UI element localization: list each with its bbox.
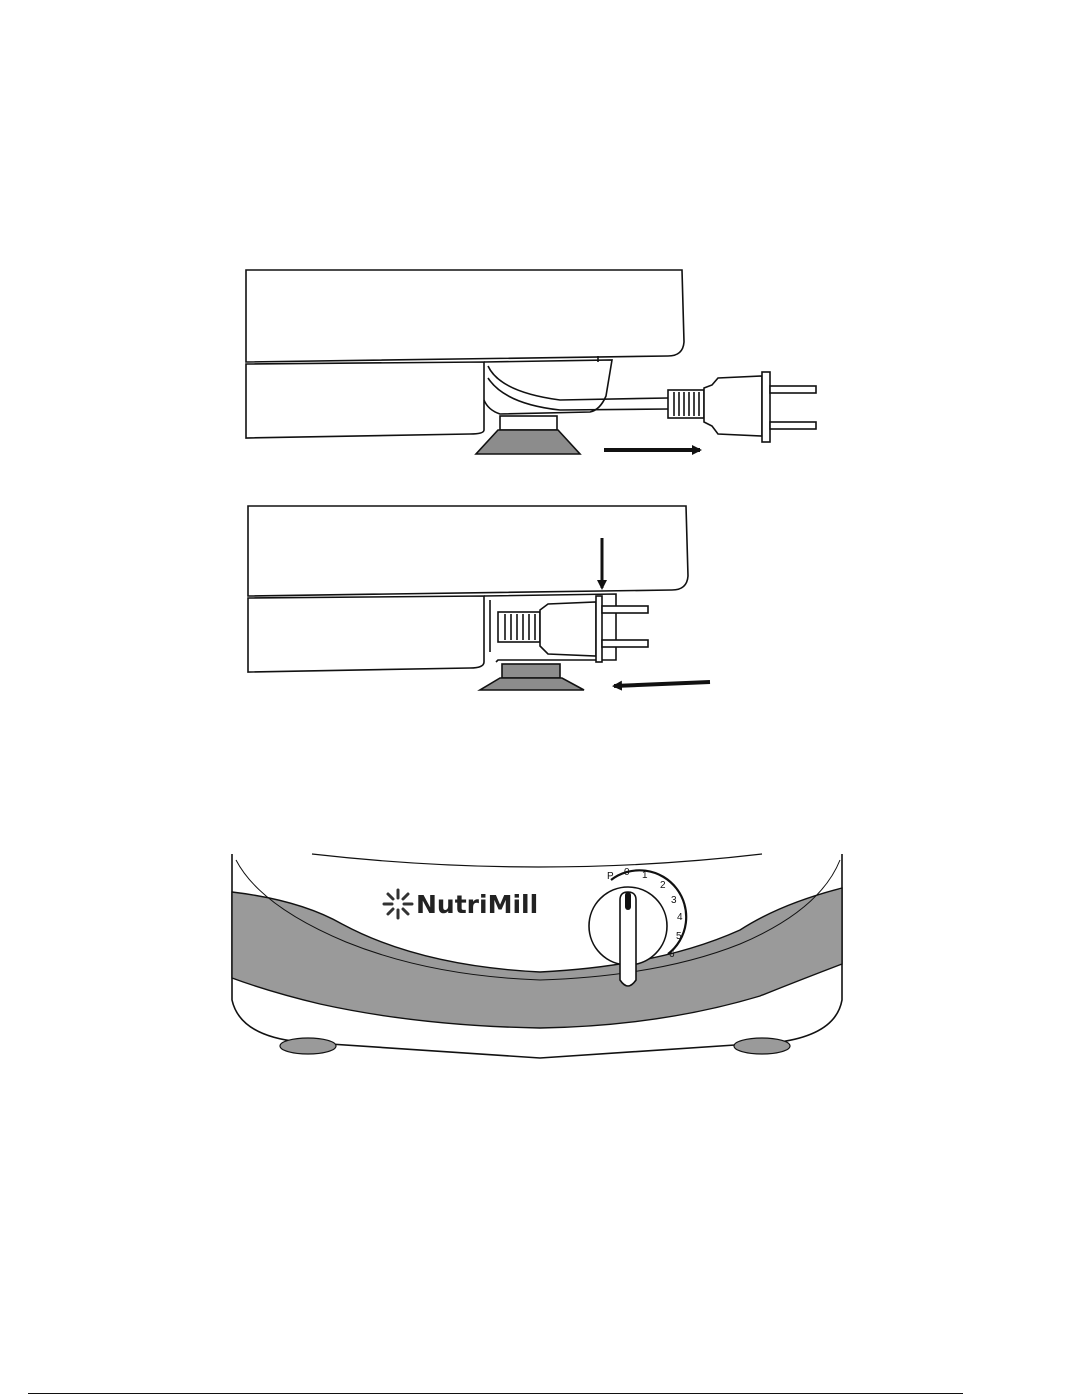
- plug-stowed: [498, 596, 648, 662]
- dial-label-2: 2: [660, 880, 666, 891]
- cord-stowed-figure: [248, 506, 688, 690]
- brand-name: NutriMill: [416, 890, 538, 919]
- dial-label-0: 0: [624, 867, 630, 878]
- footer-rule: [28, 1393, 963, 1394]
- cord-compartment: [484, 360, 612, 414]
- plug-extended: [668, 372, 816, 442]
- foot-right: [734, 1038, 790, 1054]
- suction-foot: [480, 678, 584, 690]
- dial-label-3: 3: [671, 895, 677, 906]
- appliance-lower-base: [246, 362, 484, 438]
- arrow-left-icon: [614, 682, 710, 686]
- suction-foot: [476, 430, 580, 454]
- dial-label-6: 6: [669, 949, 675, 960]
- suction-foot-neck: [502, 664, 560, 678]
- power-cord: [488, 366, 668, 400]
- dial-label-1: 1: [642, 870, 648, 881]
- dial-label-p: P: [607, 871, 614, 882]
- dial-label-4: 4: [677, 912, 683, 923]
- front-panel-figure: NutriMill P 0 1 2 3 4 5 6: [232, 854, 842, 1058]
- dial-label-5: 5: [676, 931, 682, 942]
- appliance-upper-housing: [246, 270, 684, 362]
- cord-unwound-figure: [246, 270, 816, 454]
- appliance-lower-base: [248, 596, 484, 672]
- appliance-upper-housing: [248, 506, 688, 596]
- dial-indicator: [625, 892, 631, 910]
- suction-foot-neck: [500, 416, 557, 430]
- foot-left: [280, 1038, 336, 1054]
